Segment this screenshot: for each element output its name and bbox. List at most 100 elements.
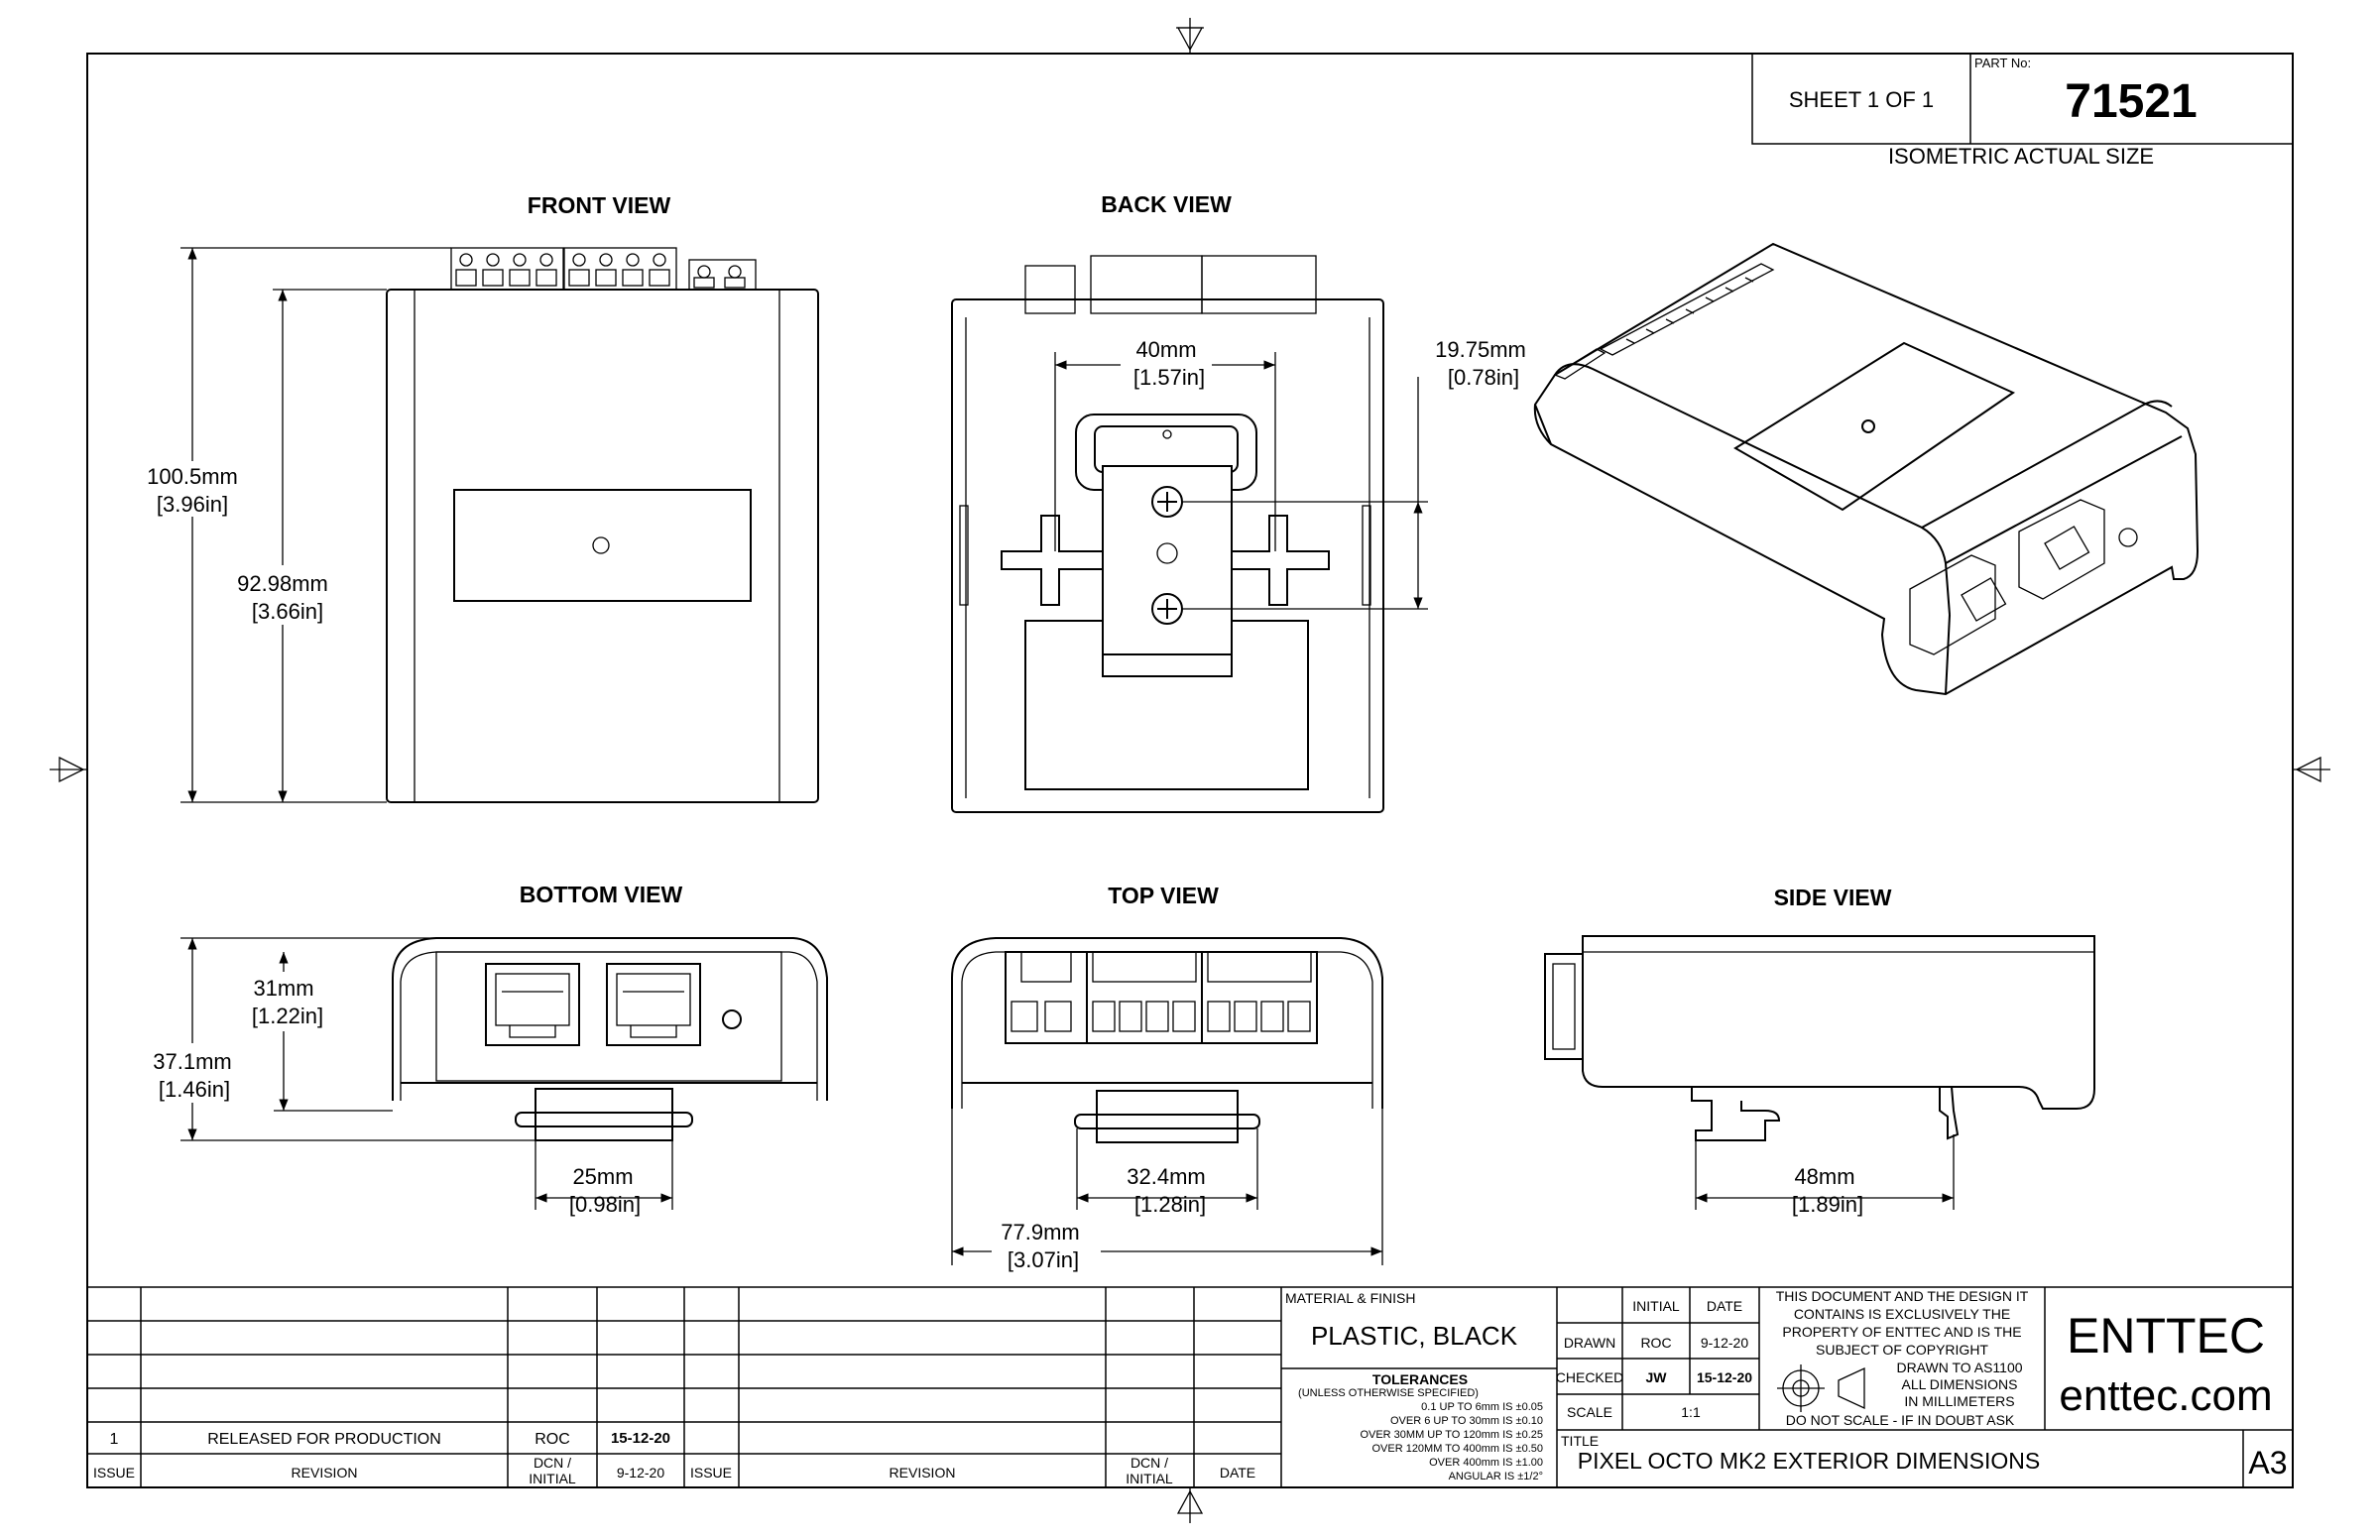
revision-table: 1 RELEASED FOR PRODUCTION ROC 15-12-20 I… bbox=[87, 1286, 2293, 1487]
material-value: PLASTIC, BLACK bbox=[1311, 1321, 1518, 1351]
bottom-view: BOTTOM VIEW 31mm [1.22in] 37.1mm bbox=[139, 882, 828, 1217]
title-block: 1 RELEASED FOR PRODUCTION ROC 15-12-20 I… bbox=[87, 1286, 2293, 1487]
bottom-din-clip bbox=[515, 1088, 693, 1141]
tolerance-line: OVER 30MM UP TO 120mm IS ±0.25 bbox=[1360, 1429, 1543, 1441]
copyright-block: THIS DOCUMENT AND THE DESIGN IT CONTAINS… bbox=[1776, 1287, 2046, 1430]
dim-front-height-mm: 100.5mm bbox=[147, 464, 238, 489]
dim-back-width-in: [1.57in] bbox=[1133, 365, 1205, 390]
bottom-led bbox=[722, 1009, 742, 1029]
do-not-scale-note: DO NOT SCALE - IF IN DOUBT ASK bbox=[1786, 1412, 2015, 1428]
dim-front-body-mm: 92.98mm bbox=[237, 571, 328, 596]
signoff-checked-initial: JW bbox=[1646, 1369, 1668, 1385]
copyright-line: SUBJECT OF COPYRIGHT bbox=[1816, 1342, 1988, 1358]
top-terminals bbox=[1005, 951, 1318, 1044]
side-body bbox=[1582, 935, 2095, 1110]
side-view: SIDE VIEW 48mm [1.89in] bbox=[1544, 885, 2095, 1217]
top-body bbox=[951, 937, 1383, 1109]
din-rail-clip bbox=[1001, 414, 1330, 677]
header-block: SHEET 1 OF 1 PART No: 71521 ISOMETRIC AC… bbox=[1751, 53, 2294, 169]
rev-header-revision: REVISION bbox=[292, 1465, 358, 1481]
signoff-drawn-initial: ROC bbox=[1640, 1335, 1671, 1351]
copyright-line: THIS DOCUMENT AND THE DESIGN IT bbox=[1776, 1288, 2029, 1304]
top-view: TOP VIEW 32.4mm [1.28in] 77.9mm bbox=[951, 883, 1383, 1275]
dim-bottom-inner-in: [1.22in] bbox=[252, 1004, 323, 1028]
signoff-date-header: DATE bbox=[1707, 1298, 1742, 1314]
signoff-table: INITIAL DATE DRAWN ROC 9-12-20 CHECKED J… bbox=[1556, 1287, 2293, 1431]
dim-top-width-mm: 77.9mm bbox=[1001, 1220, 1079, 1244]
rev-header-date: DATE bbox=[1220, 1465, 1255, 1481]
rev-header-dcn-1: DCN / bbox=[534, 1455, 571, 1471]
rev-header-issue: ISSUE bbox=[93, 1465, 135, 1481]
rev-header-dcn2-2: INITIAL bbox=[1126, 1471, 1173, 1486]
rev-header-dcn2-1: DCN / bbox=[1130, 1455, 1168, 1471]
copyright-line: CONTAINS IS EXCLUSIVELY THE bbox=[1794, 1306, 2010, 1322]
front-led bbox=[592, 536, 610, 554]
top-view-title: TOP VIEW bbox=[1108, 883, 1219, 908]
isometric-view bbox=[1533, 242, 2200, 696]
front-view-title: FRONT VIEW bbox=[528, 192, 671, 218]
tolerance-line: OVER 120MM TO 400mm IS ±0.50 bbox=[1371, 1443, 1543, 1455]
signoff-scale-value: 1:1 bbox=[1681, 1404, 1701, 1420]
rev-row-initial: ROC bbox=[535, 1431, 570, 1448]
front-body bbox=[386, 289, 819, 803]
tolerances-subtitle: (UNLESS OTHERWISE SPECIFIED) bbox=[1298, 1387, 1479, 1399]
rev-header-dcn-date: 9-12-20 bbox=[617, 1465, 664, 1481]
front-terminals bbox=[450, 247, 757, 291]
dim-side-in: [1.89in] bbox=[1792, 1192, 1863, 1217]
front-view: FRONT VIEW 100.5mm [3.96in] 92.98mm [3.6… bbox=[137, 192, 819, 803]
tolerance-line: 0.1 UP TO 6mm IS ±0.05 bbox=[1421, 1401, 1543, 1413]
drawn-standard-line: IN MILLIMETERS bbox=[1904, 1393, 2014, 1409]
dim-top-width-in: [3.07in] bbox=[1008, 1247, 1079, 1272]
rev-row-date: 15-12-20 bbox=[611, 1430, 670, 1447]
dim-bottom-clip-in: [0.98in] bbox=[569, 1192, 641, 1217]
rev-row-issue: 1 bbox=[110, 1431, 119, 1448]
dim-front-body-in: [3.66in] bbox=[252, 599, 323, 624]
bottom-body bbox=[392, 937, 828, 1101]
back-view: BACK VIEW bbox=[951, 191, 1526, 813]
signoff-checked-date: 15-12-20 bbox=[1697, 1369, 1752, 1385]
isometric-note: ISOMETRIC ACTUAL SIZE bbox=[1888, 144, 2154, 169]
dim-bottom-total-in: [1.46in] bbox=[159, 1077, 230, 1102]
rev-header-issue-2: ISSUE bbox=[690, 1465, 732, 1481]
dim-bottom-total-mm: 37.1mm bbox=[153, 1049, 231, 1074]
dim-back-screw-mm: 19.75mm bbox=[1435, 337, 1526, 362]
rev-header-dcn-2: INITIAL bbox=[529, 1471, 576, 1486]
material-label: MATERIAL & FINISH bbox=[1285, 1290, 1415, 1306]
front-label-plate bbox=[453, 489, 752, 602]
projection-symbol-icon bbox=[1777, 1364, 1865, 1412]
title-label: TITLE bbox=[1561, 1433, 1599, 1449]
signoff-scale-label: SCALE bbox=[1567, 1404, 1612, 1420]
drawing-title: PIXEL OCTO MK2 EXTERIOR DIMENSIONS bbox=[1578, 1448, 2040, 1474]
back-view-title: BACK VIEW bbox=[1101, 191, 1232, 217]
signoff-checked-label: CHECKED bbox=[1556, 1369, 1623, 1385]
dim-side-mm: 48mm bbox=[1794, 1164, 1854, 1189]
part-number: 71521 bbox=[2065, 75, 2197, 128]
copyright-line: PROPERTY OF ENTTEC AND IS THE bbox=[1782, 1324, 2021, 1340]
drawn-standard-line: ALL DIMENSIONS bbox=[1902, 1376, 2018, 1392]
signoff-drawn-date: 9-12-20 bbox=[1701, 1335, 1748, 1351]
sheet-size: A3 bbox=[2248, 1445, 2287, 1481]
brand-name: ENTTEC bbox=[2067, 1308, 2265, 1363]
dim-back-screw-in: [0.78in] bbox=[1448, 365, 1519, 390]
drawing-border bbox=[86, 53, 2294, 1488]
tolerance-line: ANGULAR IS ±1/2° bbox=[1449, 1471, 1543, 1482]
signoff-initial-header: INITIAL bbox=[1632, 1298, 1680, 1314]
material-tolerance-block: MATERIAL & FINISH PLASTIC, BLACK TOLERAN… bbox=[1281, 1287, 1558, 1487]
sheet-number: SHEET 1 OF 1 bbox=[1789, 87, 1934, 112]
dim-back-width-mm: 40mm bbox=[1135, 337, 1196, 362]
tolerances-title: TOLERANCES bbox=[1372, 1371, 1468, 1387]
dim-top-clip-in: [1.28in] bbox=[1134, 1192, 1206, 1217]
brand-url: enttec.com bbox=[2059, 1371, 2272, 1420]
side-view-title: SIDE VIEW bbox=[1774, 885, 1892, 910]
bottom-view-title: BOTTOM VIEW bbox=[520, 882, 683, 907]
centering-marks bbox=[50, 18, 2330, 1523]
bottom-rj45-ports bbox=[485, 963, 701, 1046]
tolerance-line: OVER 400mm IS ±1.00 bbox=[1429, 1457, 1543, 1469]
part-label: PART No: bbox=[1974, 56, 2031, 70]
back-body bbox=[951, 298, 1384, 813]
rev-header-revision-2: REVISION bbox=[890, 1465, 956, 1481]
top-din-clip bbox=[1074, 1090, 1260, 1143]
dim-top-clip-mm: 32.4mm bbox=[1127, 1164, 1205, 1189]
rev-row-revision: RELEASED FOR PRODUCTION bbox=[207, 1431, 441, 1448]
